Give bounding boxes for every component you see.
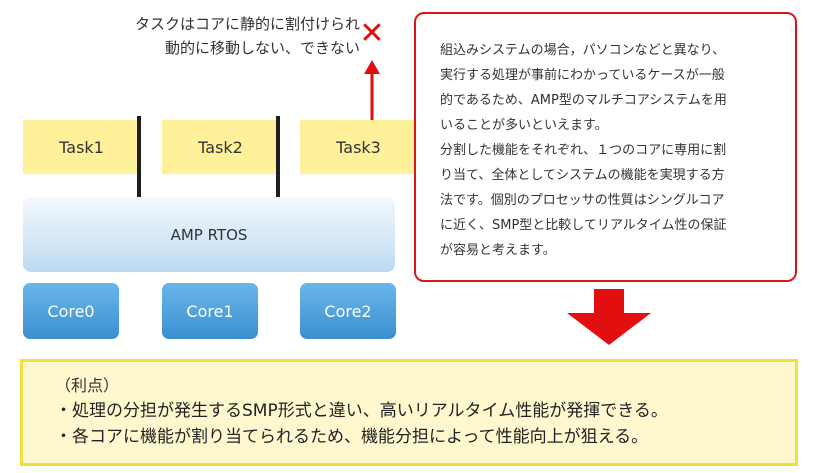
down-arrow-icon — [567, 289, 651, 345]
description-line: 的であるため、AMP型のマルチコアシステムを用 — [440, 93, 727, 108]
note-line-2: 動的に移動しない、できない — [164, 39, 360, 57]
rtos-layer: AMP RTOS — [23, 197, 395, 272]
description-line: 実行する処理が事前にわかっているケースが一般 — [440, 68, 725, 83]
description-line: いることが多いといえます。 — [440, 118, 608, 133]
task-box-2: Task2 — [162, 120, 279, 174]
merits-box: （利点） ・処理の分担が発生するSMP形式と違い、高いリアルタイム性能が発揮でき… — [20, 359, 798, 466]
up-arrow-icon — [364, 60, 380, 120]
task-box-1: Task1 — [23, 120, 140, 174]
description-line: 分割した機能をそれぞれ、１つのコアに専用に割 — [440, 143, 727, 158]
note-line-1: タスクはコアに静的に割付けられ — [134, 15, 360, 33]
core-box-0: Core0 — [23, 283, 119, 339]
description-line: り当て、全体としてシステムの機能を実現する方 — [440, 168, 725, 183]
task-box-3: Task3 — [300, 120, 417, 174]
core-box-2: Core2 — [300, 283, 396, 339]
description-line: に近く、SMP型と比較してリアルタイム性の保証 — [440, 218, 727, 233]
description-line: が容易と考えます。 — [440, 243, 556, 258]
merit-item-1: ・処理の分担が発生するSMP形式と違い、高いリアルタイム性能が発揮できる。 — [55, 401, 668, 421]
merit-item-2: ・各コアに機能が割り当てられるため、機能分担によって性能向上が狙える。 — [55, 427, 649, 447]
description-line: 組込みシステムの場合，パソコンなどと異なり、 — [440, 43, 726, 58]
core-box-1: Core1 — [162, 283, 258, 339]
static-assignment-note: タスクはコアに静的に割付けられ 動的に移動しない、できない — [70, 12, 360, 60]
description-line: 法です。個別のプロセッサの性質はシングルコア — [440, 193, 725, 208]
cross-mark-icon: ✕ — [359, 16, 385, 51]
task-separator-2 — [276, 116, 280, 200]
task-separator-1 — [137, 116, 141, 200]
rtos-label: AMP RTOS — [170, 225, 248, 244]
description-box: 組込みシステムの場合，パソコンなどと異なり、 実行する処理が事前にわかっているケ… — [414, 12, 797, 282]
merits-title: （利点） — [55, 376, 120, 395]
